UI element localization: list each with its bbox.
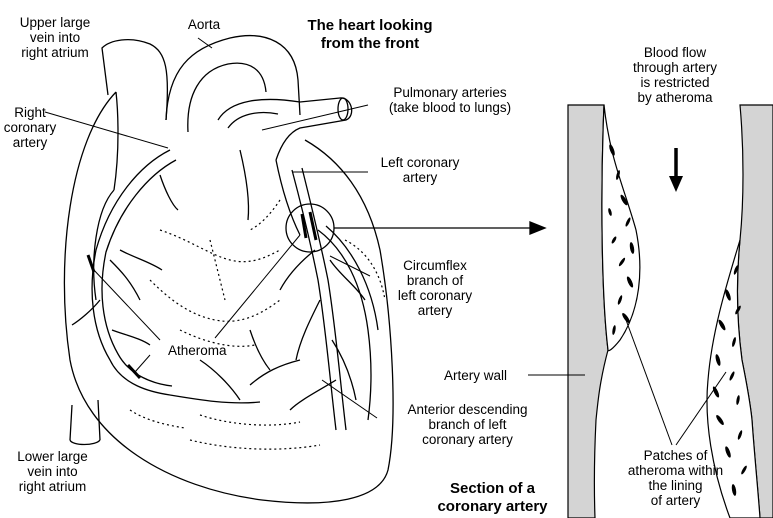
patches-label: Patches of atheroma within the lining of… bbox=[618, 448, 733, 508]
heart-outline bbox=[64, 92, 393, 503]
circumflex-label: Circumflex branch of left coronary arter… bbox=[385, 258, 485, 318]
left-coronary-label: Left coronary artery bbox=[365, 155, 475, 185]
upper-vein-label: Upper large vein into right atrium bbox=[5, 15, 105, 60]
circumflex-branch bbox=[318, 230, 371, 420]
section-title: Section of a coronary artery bbox=[420, 480, 565, 516]
left-coronary-artery bbox=[292, 170, 336, 430]
lower-vein-label: Lower large vein into right atrium bbox=[5, 449, 100, 494]
right-coronary-artery bbox=[92, 150, 170, 395]
lower-vein bbox=[70, 400, 100, 440]
title-line-2: from the front bbox=[285, 35, 455, 53]
atheroma-left bbox=[602, 105, 640, 351]
pulmonary-label: Pulmonary arteries (take blood to lungs) bbox=[365, 85, 535, 115]
title-line-1: The heart looking bbox=[285, 17, 455, 35]
aorta-label: Aorta bbox=[174, 17, 234, 32]
upper-vein bbox=[102, 40, 167, 120]
pulmonary-artery bbox=[218, 98, 352, 160]
section-title-line-1: Section of a bbox=[420, 480, 565, 498]
blood-flow-arrow bbox=[669, 148, 683, 192]
anterior-label: Anterior descending branch of left coron… bbox=[380, 402, 555, 447]
diagram-title: The heart looking from the front bbox=[285, 17, 455, 53]
blood-flow-label: Blood flow through artery is restricted … bbox=[610, 45, 740, 105]
aorta bbox=[166, 36, 300, 120]
artery-wall-label: Artery wall bbox=[444, 368, 534, 383]
right-coronary-label: Right coronary artery bbox=[0, 105, 60, 150]
section-title-line-2: coronary artery bbox=[420, 498, 565, 516]
atheroma-label: Atheroma bbox=[168, 343, 248, 358]
